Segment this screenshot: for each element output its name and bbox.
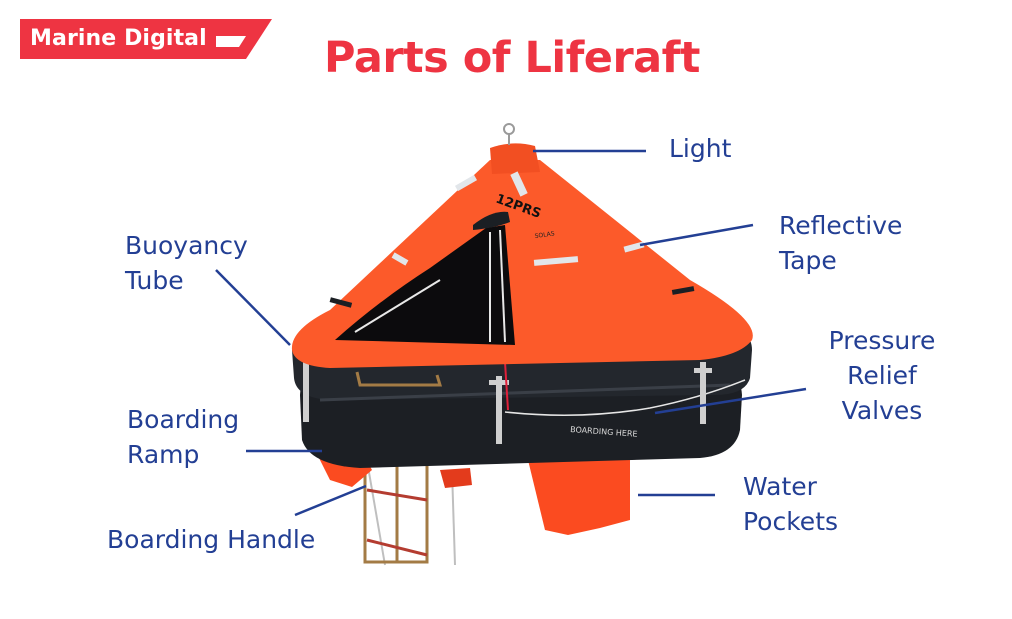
label-water-pockets: Water Pockets (743, 469, 838, 539)
label-pressure-relief-valves: Pressure Relief Valves (812, 323, 952, 428)
label-light-line1: Light (669, 134, 732, 163)
label-reflective-tape: Reflective Tape (779, 208, 902, 278)
brand-badge-shape (20, 19, 272, 59)
label-boarding-ramp-line1: Boarding (127, 405, 240, 434)
label-water-pockets-line2: Pockets (743, 507, 839, 536)
canopy-solas-marking: SOLAS (534, 230, 555, 240)
page-title: Parts of Liferaft (324, 33, 700, 83)
label-buoyancy-tube-line2: Tube (125, 266, 184, 295)
label-reflective-tape-line1: Reflective (779, 211, 903, 240)
label-boarding-ramp: Boarding Ramp (127, 402, 239, 472)
label-pressure-relief-valves-line2: Relief (847, 361, 917, 390)
brand-logo: Marine Digital (20, 19, 272, 59)
label-boarding-handle: Boarding Handle (107, 522, 315, 557)
label-reflective-tape-line2: Tape (779, 246, 837, 275)
label-light: Light (669, 131, 731, 166)
label-buoyancy-tube: Buoyancy Tube (125, 228, 248, 298)
label-buoyancy-tube-line1: Buoyancy (125, 231, 248, 260)
label-pressure-relief-valves-line3: Valves (841, 396, 923, 425)
label-water-pockets-line1: Water (743, 472, 817, 501)
brand-name: Marine Digital (30, 26, 207, 51)
light-housing (490, 143, 540, 174)
label-boarding-handle-line1: Boarding Handle (107, 525, 316, 554)
canopy-door (335, 225, 515, 345)
label-pressure-relief-valves-line1: Pressure (828, 326, 936, 355)
label-boarding-ramp-line2: Ramp (127, 440, 200, 469)
water-pocket-shape (528, 458, 630, 535)
